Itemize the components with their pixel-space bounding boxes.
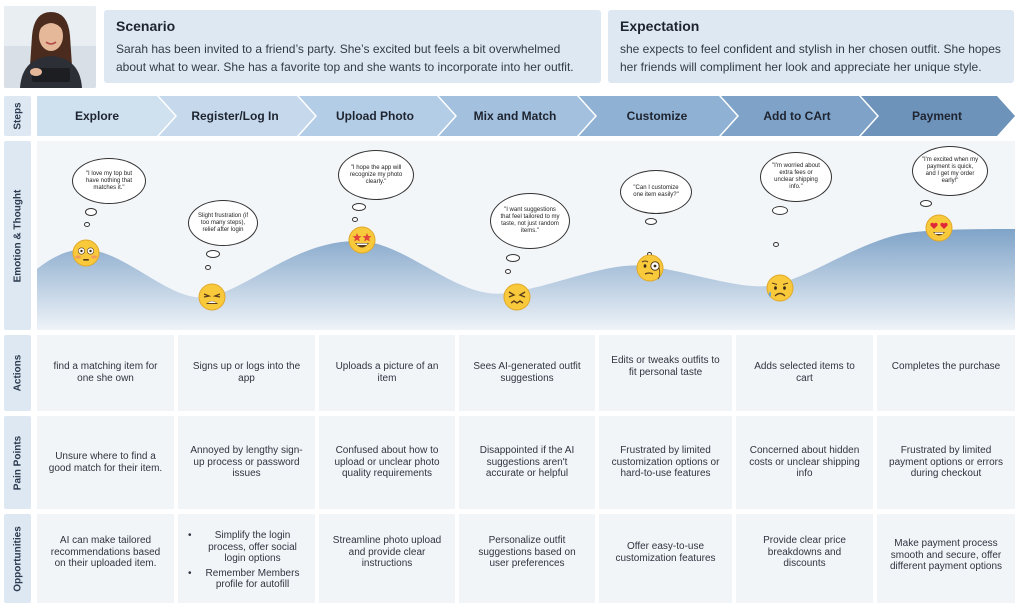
thought-dot — [352, 217, 358, 222]
thought-dot — [773, 242, 779, 247]
action-explore: find a matching item for one she own — [37, 335, 174, 411]
step-label-register: Register/Log In — [191, 109, 279, 123]
opportunity-explore: AI can make tailored recommendations bas… — [37, 514, 174, 603]
thought-bubble-payment: "I'm excited when my payment is quick, a… — [912, 146, 988, 196]
expectation-box: Expectation she expects to feel confiden… — [608, 10, 1014, 83]
star-struck-face-icon — [348, 226, 376, 254]
pain-point-mix: Disappointed if the AI suggestions aren'… — [459, 416, 595, 509]
opportunity-register: Simplify the login process, offer social… — [178, 514, 315, 603]
step-chevron-upload — [299, 96, 455, 136]
step-label-upload: Upload Photo — [336, 109, 414, 123]
opportunity-upload: Streamline photo upload and provide clea… — [319, 514, 455, 603]
action-register: Signs up or logs into the app — [178, 335, 315, 411]
step-chevron-mix — [439, 96, 595, 136]
expectation-text: she expects to feel confident and stylis… — [620, 42, 1001, 74]
scenario-text: Sarah has been invited to a friend’s par… — [116, 42, 574, 74]
sad-sweat-face-icon — [766, 274, 794, 302]
thought-bubble-explore: "I love my top but have nothing that mat… — [72, 158, 146, 204]
opportunity-register-item: Remember Members profile for autofill — [188, 568, 307, 591]
action-customize: Edits or tweaks outfits to fit personal … — [599, 335, 732, 411]
heart-eyes-face-icon — [925, 214, 953, 242]
row-label-emotion: Emotion & Thought — [4, 141, 31, 330]
row-label-steps: Steps — [4, 96, 31, 136]
step-chevron-customize — [579, 96, 737, 136]
step-label-payment: Payment — [911, 109, 963, 123]
step-chevron-payment — [861, 96, 1015, 136]
thought-dot — [645, 218, 657, 225]
step-label-cart: Add to CArt — [763, 109, 831, 123]
expectation-title: Expectation — [620, 18, 700, 34]
step-chevron-register — [159, 96, 315, 136]
pain-point-cart: Concerned about hidden costs or unclear … — [736, 416, 873, 509]
opportunity-register-item: Simplify the login process, offer social… — [188, 530, 307, 565]
action-cart: Adds selected items to cart — [736, 335, 873, 411]
row-label-pain-points: Pain Points — [4, 416, 31, 509]
step-label-mix: Mix and Match — [473, 109, 557, 123]
persona-avatar — [4, 6, 96, 88]
thought-dot — [506, 254, 520, 262]
pain-point-explore: Unsure where to find a good match for th… — [37, 416, 174, 509]
neutral-flushed-face-icon — [72, 239, 100, 267]
steps-chevron-bar — [37, 96, 1015, 136]
thought-bubble-register: Slight frustration (if too many steps), … — [188, 200, 258, 246]
opportunity-customize: Offer easy-to-use customization features — [599, 514, 732, 603]
opportunity-cart: Provide clear price breakdowns and disco… — [736, 514, 873, 603]
opportunity-payment: Make payment process smooth and secure, … — [877, 514, 1015, 603]
thought-dot — [352, 203, 366, 211]
action-mix: Sees AI-generated outfit suggestions — [459, 335, 595, 411]
pain-point-upload: Confused about how to upload or unclear … — [319, 416, 455, 509]
weary-face-icon — [198, 283, 226, 311]
thought-dot — [505, 269, 511, 274]
thought-bubble-mix: "I want suggestions that feel tailored t… — [490, 193, 570, 249]
action-upload: Uploads a picture of an item — [319, 335, 455, 411]
thought-bubble-customize: "Can I customize one item easily?" — [620, 170, 692, 214]
row-label-opportunities: Opportunities — [4, 514, 31, 603]
pain-point-register: Annoyed by lengthy sign-up process or pa… — [178, 416, 315, 509]
thought-dot — [206, 250, 220, 258]
thought-dot — [85, 208, 97, 216]
opportunity-mix: Personalize outfit suggestions based on … — [459, 514, 595, 603]
pain-point-payment: Frustrated by limited payment options or… — [877, 416, 1015, 509]
thought-bubble-cart: "I'm worried about extra fees or unclear… — [760, 152, 832, 202]
step-chevron-explore — [37, 96, 175, 136]
scenario-box: Scenario Sarah has been invited to a fri… — [104, 10, 601, 83]
action-payment: Completes the purchase — [877, 335, 1015, 411]
thought-dot — [772, 206, 788, 215]
step-label-explore: Explore — [74, 109, 119, 123]
confounded-face-icon — [503, 283, 531, 311]
monocle-face-icon — [636, 254, 664, 282]
row-label-actions: Actions — [4, 335, 31, 411]
thought-dot — [920, 200, 932, 207]
thought-bubble-upload: "I hope the app will recognize my photo … — [338, 150, 414, 200]
step-label-customize: Customize — [626, 109, 688, 123]
thought-dot — [205, 265, 211, 270]
pain-point-customize: Frustrated by limited customization opti… — [599, 416, 732, 509]
emotion-curve — [37, 229, 1015, 330]
thought-dot — [84, 222, 90, 227]
step-chevron-cart — [721, 96, 877, 136]
scenario-title: Scenario — [116, 18, 176, 34]
